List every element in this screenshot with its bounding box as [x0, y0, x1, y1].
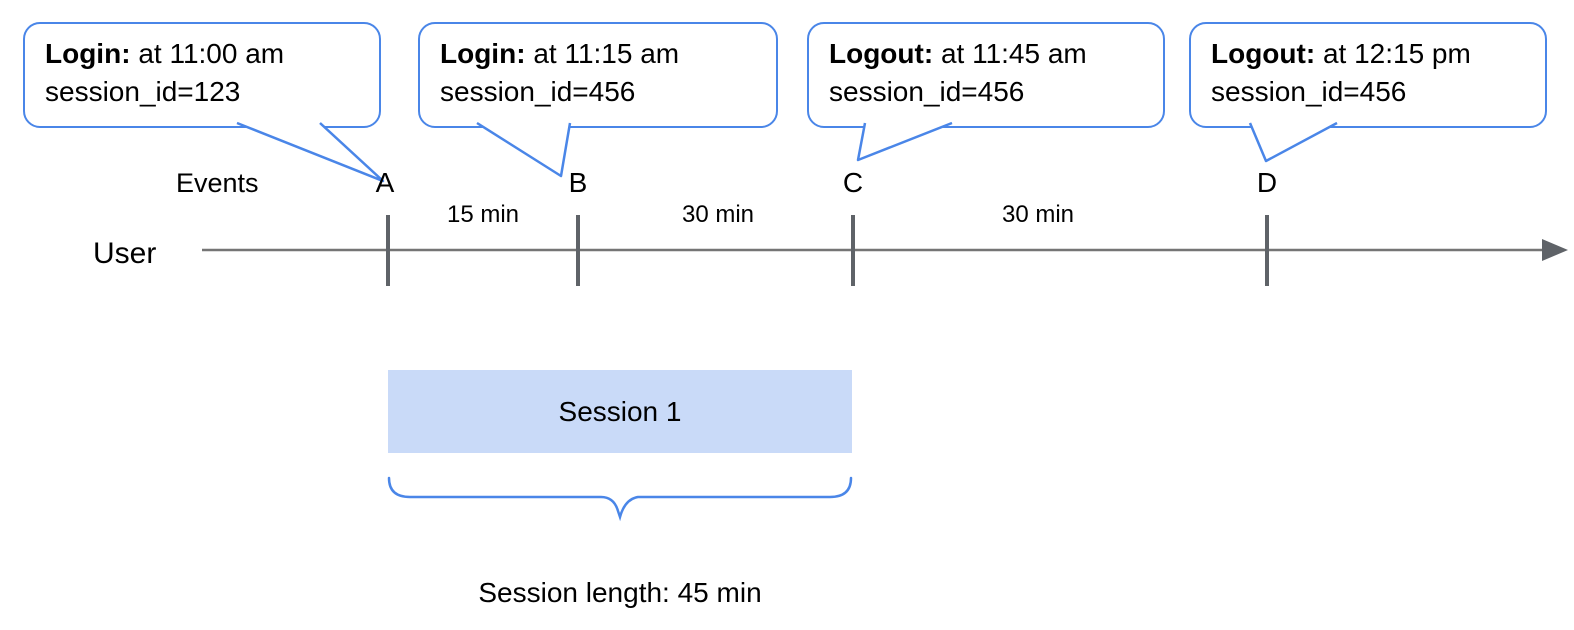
callout-logout-c: Logout: at 11:45 am session_id=456: [807, 22, 1165, 128]
callout-logout-d: Logout: at 12:15 pm session_id=456: [1189, 22, 1547, 128]
session-id: session_id=456: [829, 76, 1025, 107]
session-length-caption: Session length: 45 min: [478, 577, 762, 608]
event-time: at 12:15 pm: [1322, 38, 1471, 69]
session-id: session_id=456: [440, 76, 636, 107]
event-type: Login:: [45, 38, 131, 69]
callout-line-1: Logout: at 11:45 am: [829, 35, 1143, 73]
event-type: Logout:: [829, 38, 934, 69]
event-type: Logout:: [1211, 38, 1316, 69]
callout-tail-c: [856, 121, 953, 162]
callout-tail-d: [1248, 121, 1338, 163]
event-time: at 11:15 am: [533, 38, 680, 69]
callout-line-1: Logout: at 12:15 pm: [1211, 35, 1525, 73]
timeline-arrowhead-icon: [1542, 239, 1568, 261]
session-1-label: Session 1: [558, 395, 682, 427]
callout-line-2: session_id=456: [829, 73, 1143, 111]
interval-a-b: 15 min: [446, 201, 520, 228]
session-id: session_id=456: [1211, 76, 1407, 107]
event-type: Login:: [440, 38, 526, 69]
session-length-brace: [387, 476, 853, 522]
interval-c-d: 30 min: [1001, 201, 1075, 228]
callout-line-2: session_id=456: [1211, 73, 1525, 111]
callout-line-2: session_id=456: [440, 73, 756, 111]
callout-login-b: Login: at 11:15 am session_id=456: [418, 22, 778, 128]
callout-line-1: Login: at 11:00 am: [45, 35, 359, 73]
event-letter-c: C: [842, 167, 864, 198]
interval-b-c: 30 min: [681, 201, 755, 228]
event-letter-b: B: [568, 167, 588, 198]
event-letter-d: D: [1256, 167, 1278, 198]
callout-tail-a: [236, 121, 385, 183]
session-id: session_id=123: [45, 76, 241, 107]
session-1-box: Session 1: [388, 370, 852, 453]
user-row-label: User: [93, 237, 157, 270]
callout-tail-b: [476, 121, 572, 178]
callout-line-2: session_id=123: [45, 73, 359, 111]
callout-line-1: Login: at 11:15 am: [440, 35, 756, 73]
callout-login-a: Login: at 11:00 am session_id=123: [23, 22, 381, 128]
events-axis-label: Events: [176, 168, 259, 198]
event-time: at 11:00 am: [138, 38, 285, 69]
event-time: at 11:45 am: [940, 38, 1087, 69]
event-letter-a: A: [375, 167, 395, 198]
